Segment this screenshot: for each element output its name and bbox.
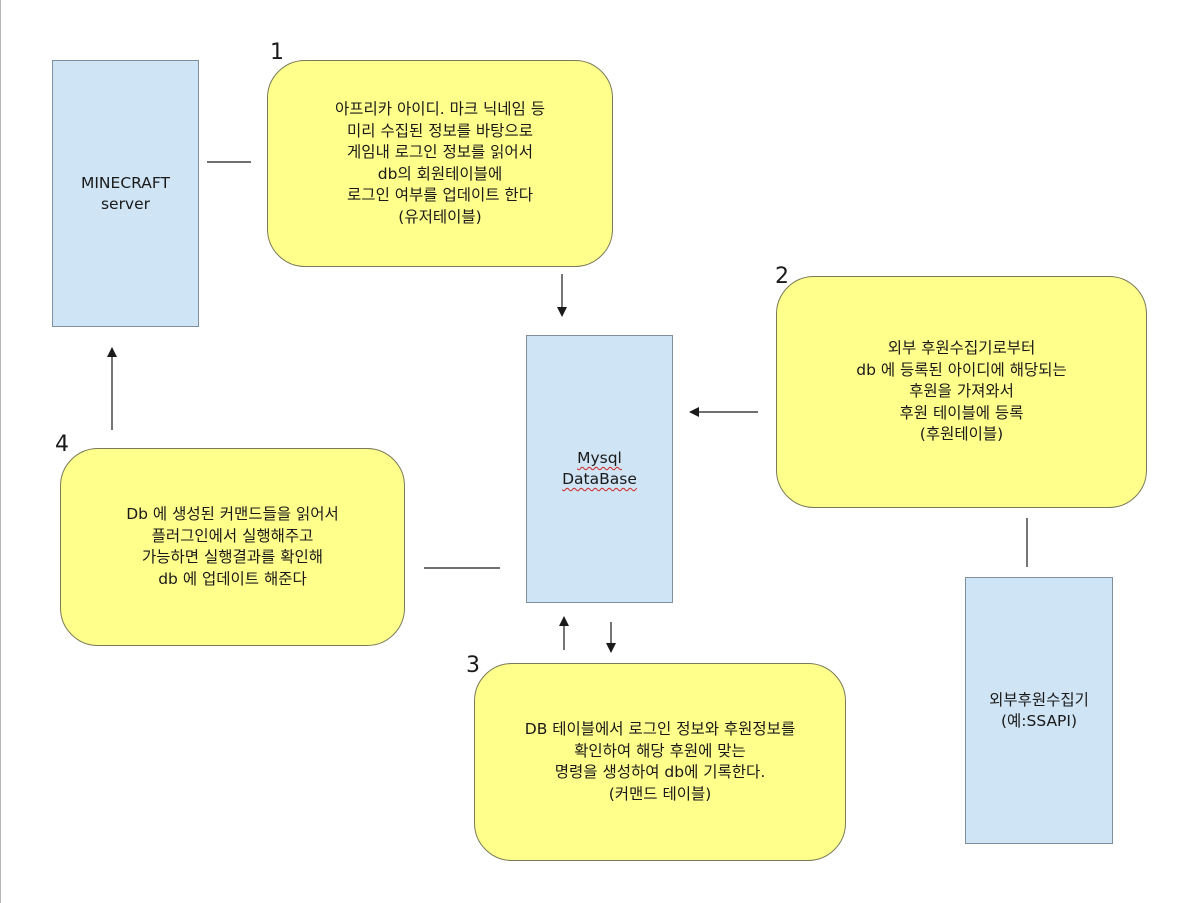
step-2-text: 외부 후원수집기로부터 db 에 등록된 아이디에 해당되는 후원을 가져와서 … <box>856 339 1067 444</box>
mysql-word: Mysql <box>577 449 622 467</box>
step-2-bubble: 외부 후원수집기로부터 db 에 등록된 아이디에 해당되는 후원을 가져와서 … <box>776 276 1147 508</box>
page-edge <box>0 0 1 903</box>
step-4-text: Db 에 생성된 커맨드들을 읽어서 플러그인에서 실행해주고 가능하면 실행결… <box>126 505 339 588</box>
step-1-number: 1 <box>270 40 284 65</box>
external-collector-label: 외부후원수집기(예:SSAPI) <box>989 690 1089 730</box>
step-3-number: 3 <box>466 653 480 678</box>
database-word: DataBase <box>562 470 637 488</box>
step-2-number: 2 <box>775 264 789 289</box>
step-1-text: 아프리카 아이디. 마크 닉네임 등 미리 수집된 정보를 바탕으로 게임내 로… <box>334 100 546 226</box>
step-1-bubble: 아프리카 아이디. 마크 닉네임 등 미리 수집된 정보를 바탕으로 게임내 로… <box>267 60 613 267</box>
step-4-bubble: Db 에 생성된 커맨드들을 읽어서 플러그인에서 실행해주고 가능하면 실행결… <box>60 448 405 646</box>
external-collector-node: 외부후원수집기(예:SSAPI) <box>965 577 1113 844</box>
step-4-number: 4 <box>55 432 69 457</box>
step-3-bubble: DB 테이블에서 로그인 정보와 후원정보를 확인하여 해당 후원에 맞는 명령… <box>474 663 846 861</box>
step-3-text: DB 테이블에서 로그인 정보와 후원정보를 확인하여 해당 후원에 맞는 명령… <box>524 720 796 803</box>
